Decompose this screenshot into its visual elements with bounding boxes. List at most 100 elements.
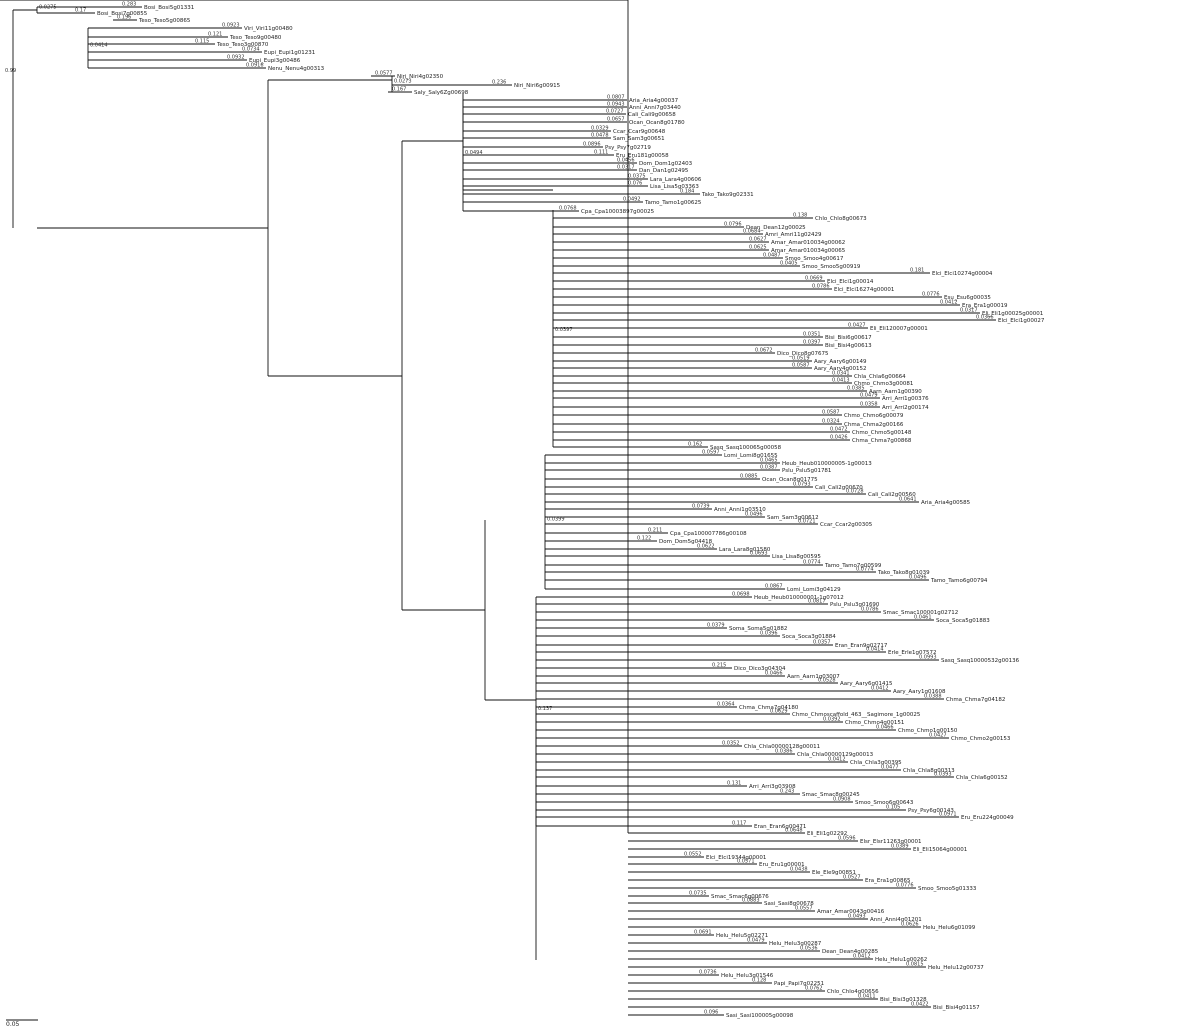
leaf-label: Dan_Dan1g02495	[639, 168, 689, 174]
leaf-label: Tako_Tako8g01039	[877, 570, 930, 576]
leaf-label: Chma_Chma7g04180	[739, 705, 799, 711]
leaf-branch-length: 0.0721	[798, 519, 816, 525]
leaf-label: Sasq_Sasq100065g00058	[710, 445, 782, 451]
leaf-label: Chma_Chma7g04182	[946, 697, 1005, 703]
leaf-label: Dean_Dean4g00285	[822, 949, 879, 955]
leaf-branch-length: 0.0465	[760, 458, 778, 464]
leaf-label: Viri_Viri11g00480	[244, 26, 293, 32]
leaf-label: Ccar_Ccar9g00648	[613, 129, 666, 135]
leaf-label: Bisi_Bisi4g00613	[825, 343, 872, 349]
leaf-branch-length: 0.0728	[846, 489, 864, 495]
leaf-branch-length: 0.0793	[793, 482, 811, 488]
leaf-branch-length: 0.0324	[822, 419, 840, 425]
leaf-label: Chla_Chla6g00152	[956, 775, 1008, 781]
leaf-label: Soca_Soca5g01883	[936, 618, 990, 624]
leaf-label: Aria_Aria4g00037	[629, 98, 679, 104]
leaf-branch-length: 0.0698	[732, 592, 750, 598]
leaf-branch-length: 0.0412	[853, 954, 871, 960]
leaf-branch-length: 0.0815	[906, 962, 924, 968]
leaf-label: Chmo_Chmo6g00079	[844, 413, 904, 419]
leaf-branch-length: 0.0352	[722, 741, 740, 747]
leaf-branch-length: 0.0552	[684, 852, 702, 858]
leaf-label: Chmo_Chmo5g00148	[852, 430, 912, 436]
leaf-branch-length: 0.0622	[697, 544, 715, 550]
leaf-label: Chlo_Chlo8g00673	[815, 216, 867, 222]
leaf-branch-length: 0.0776	[922, 292, 940, 298]
leaf-label: Smac_Smac6g00676	[711, 894, 769, 900]
leaf-branch-length: 0.0693	[750, 551, 768, 557]
leaf-label: Chma_Chma7g00868	[852, 438, 912, 444]
leaf-branch-length: 0.0587	[822, 410, 840, 416]
leaf-branch-length: 0.0438	[790, 867, 808, 873]
leaf-label: Era_Era1g00865	[865, 878, 911, 884]
leaf-label: Lomi_Lomi8g01655	[724, 453, 778, 459]
leaf-label: Elci_Elci19344g00001	[706, 855, 766, 861]
leaf-branch-length: 0.0625	[749, 245, 767, 251]
leaf-branch-length: 0.0993	[919, 655, 937, 661]
leaf-label: Aary_Aary6g01415	[840, 681, 893, 687]
leaf-label: Dom_Dom1g02403	[639, 161, 693, 167]
leaf-label: Amar_Amar010034g00065	[771, 248, 846, 254]
leaf-label: Eupi_Eupi3g00486	[249, 58, 301, 64]
leaf-branch-length: 0.0386	[775, 749, 793, 755]
leaf-label: Dico_Dico3g04304	[734, 666, 786, 672]
leaf-label: Helu_Helu3g00287	[769, 941, 822, 947]
leaf-branch-length: 0.0413	[832, 378, 850, 384]
leaf-branch-length: 0.0472	[830, 427, 848, 433]
leaf-label: Chmo_Chmoscaffold_463__Sagimore_1g00025	[792, 712, 921, 718]
leaf-label: Sasq_Sasq10000532g00136	[941, 658, 1020, 664]
leaf-label: Helu_Helu5g02271	[716, 933, 768, 939]
leaf-branch-length: 0.162	[688, 442, 702, 448]
leaf-branch-length: 0.184	[680, 189, 694, 195]
leaf-label: Cali_Cali2g00560	[868, 492, 916, 498]
leaf-branch-length: 0.0736	[699, 970, 717, 976]
leaf-branch-length: 0.0396	[760, 631, 778, 637]
leaf-branch-length: 0.0317	[617, 165, 635, 171]
leaf-branch-length: 0.076	[628, 181, 642, 187]
leaf-branch-length: 0.0388	[924, 694, 942, 700]
leaf-branch-length: 0.0557	[795, 906, 813, 912]
leaf-branch-length: 0.0796	[724, 222, 742, 228]
leaf-label: Arri_Arri3g03908	[749, 784, 796, 790]
leaf-branch-length: 0.0641	[899, 497, 917, 503]
leaf-label: Aarn_Aarn1g03007	[787, 674, 840, 680]
leaf-branch-length: 0.128	[752, 978, 766, 984]
leaf-label: Anni_Anni1g03510	[714, 507, 766, 513]
leaf-label: Aria_Aria4g00585	[921, 500, 971, 506]
leaf-label: Helu_Helu12g00737	[928, 965, 984, 971]
leaf-branch-length: 0.0366	[976, 315, 994, 321]
leaf-branch-length: 0.0487	[763, 253, 781, 259]
leaf-branch-length: 0.122	[637, 536, 651, 542]
leaf-label: Saly_Saly6Zg00698	[414, 90, 469, 96]
leaf-label: Lisa_Lisa5g03363	[650, 184, 699, 190]
leaf-branch-length: 0.096	[704, 1010, 718, 1016]
leaf-branch-length: 0.105	[886, 805, 900, 811]
leaf-label: Esu_Esu6g00035	[944, 295, 991, 301]
leaf-label: Psy_Psy6g00143	[908, 808, 954, 814]
internal-node-label: 0.0275	[39, 5, 57, 11]
leaf-branch-length: 0.215	[712, 663, 726, 669]
internal-node-label: 0.0494	[465, 150, 483, 156]
leaf-branch-length: 0.0364	[717, 702, 735, 708]
leaf-branch-length: 0.0528	[818, 678, 836, 684]
leaf-branch-length: 0.0405	[780, 261, 798, 267]
leaf-label: Ele_Ele9g00851	[812, 870, 856, 876]
leaf-branch-length: 0.0329	[591, 126, 609, 132]
leaf-label: Chla_Chla8g00313	[903, 768, 955, 774]
leaf-label: Amar_Amar0043g00416	[817, 909, 885, 915]
leaf-label: Tamo_Tamo7g00599	[824, 563, 882, 569]
leaf-label: Eli_Eli120007g00001	[870, 326, 928, 332]
internal-node-label: 0.0397	[555, 327, 573, 333]
leaf-branch-length: 0.0774	[856, 567, 874, 573]
leaf-label: Helu_Helu6g01099	[923, 925, 976, 931]
tree-branches	[0, 0, 996, 1021]
leaf-branch-length: 0.0626	[901, 922, 919, 928]
leaf-label: Elci_Elci1g00027	[998, 318, 1045, 324]
leaf-label: Elsr_Elsr11263g00001	[860, 839, 922, 845]
leaf-label: Cpa_Cpa100007786g00108	[670, 531, 747, 537]
leaf-label: Chla_Chla6g00664	[854, 374, 906, 380]
leaf-branch-length: 0.0908	[833, 797, 851, 803]
leaf-branch-length: 0.0357	[813, 640, 831, 646]
leaf-branch-length: 0.0577	[375, 71, 393, 77]
